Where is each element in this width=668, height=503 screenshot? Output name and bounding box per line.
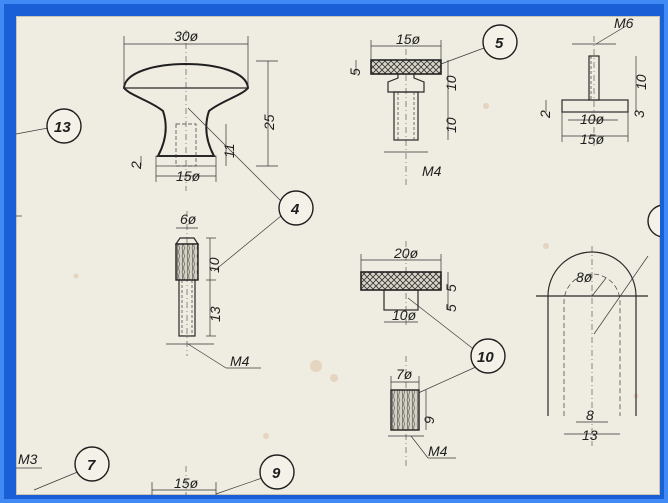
- label-dia-30: 30ø: [174, 28, 199, 44]
- label-dia-15-knob: 15ø: [176, 168, 201, 184]
- balloon-5-label: 5: [495, 35, 504, 52]
- top-right-part: M6 10 3 2 10ø 15ø: [537, 16, 649, 147]
- label-plug-h9: 9: [421, 416, 437, 424]
- balloon-10-label: 10: [477, 349, 494, 366]
- label-bottom-dia-15: 15ø: [174, 475, 199, 491]
- label-p5-m4: M4: [422, 163, 442, 179]
- balloon-4-label: 4: [290, 201, 300, 218]
- label-dowel-13: 13: [207, 306, 223, 322]
- label-arch-w8: 8: [586, 407, 594, 423]
- label-dowel-10: 10: [206, 257, 222, 273]
- balloon-5: 5: [440, 24, 518, 65]
- label-tr-m6: M6: [614, 16, 634, 31]
- arch-part: 8ø 8 13: [536, 204, 660, 446]
- balloon-7-label: 7: [87, 457, 96, 474]
- label-height-11: 11: [221, 143, 237, 158]
- label-tr-h10: 10: [633, 74, 649, 90]
- label-plug-dia-7: 7ø: [396, 366, 413, 382]
- label-tr-h2: 2: [537, 110, 553, 119]
- label-dia-6: 6ø: [180, 211, 197, 227]
- label-p10-h5a: 5: [443, 284, 459, 292]
- balloon-4: 4: [187, 107, 314, 272]
- balloon-13: 13: [16, 108, 82, 144]
- label-p10-dia-20: 20ø: [393, 245, 419, 261]
- label-tr-dia-10: 10ø: [580, 111, 605, 127]
- balloon-10: 10: [407, 297, 506, 395]
- bottom-left-notes: M3 7: [16, 446, 110, 491]
- label-plug-m4: M4: [428, 443, 448, 459]
- label-p10-dia-10: 10ø: [392, 307, 417, 323]
- knob-part-4: 30ø 25 11 2 15ø: [122, 28, 278, 191]
- wood-plug: 7ø 9 M4: [388, 356, 456, 466]
- label-arch-r8: 8ø: [576, 269, 593, 285]
- bottom-center-part: 15ø 9: [151, 454, 295, 495]
- label-height-25: 25: [261, 114, 277, 131]
- drawing-sheet: 30ø 25 11 2 15ø 13 4: [16, 16, 660, 495]
- label-p5-dia-15: 15ø: [396, 31, 421, 47]
- label-m3: M3: [18, 451, 38, 467]
- balloon-9-label: 9: [272, 465, 281, 482]
- part-5: 15ø 5 10 10 M4: [347, 31, 459, 186]
- label-height-2: 2: [128, 161, 144, 170]
- label-dowel-m4: M4: [230, 353, 250, 369]
- technical-drawing: 30ø 25 11 2 15ø 13 4: [16, 16, 660, 495]
- label-p5-h10b: 10: [443, 117, 459, 133]
- balloon-13-label: 13: [54, 119, 71, 136]
- label-arch-w13: 13: [582, 427, 598, 443]
- label-p5-h10a: 10: [443, 75, 459, 91]
- label-tr-dia-15: 15ø: [580, 131, 605, 147]
- part-10-disc: 20ø 5 5 10ø: [360, 241, 459, 326]
- label-tr-h3: 3: [631, 110, 647, 118]
- label-p5-h5: 5: [347, 68, 363, 76]
- dowel-part: 6ø 10 13 M4: [166, 211, 261, 369]
- label-p10-h5b: 5: [443, 304, 459, 312]
